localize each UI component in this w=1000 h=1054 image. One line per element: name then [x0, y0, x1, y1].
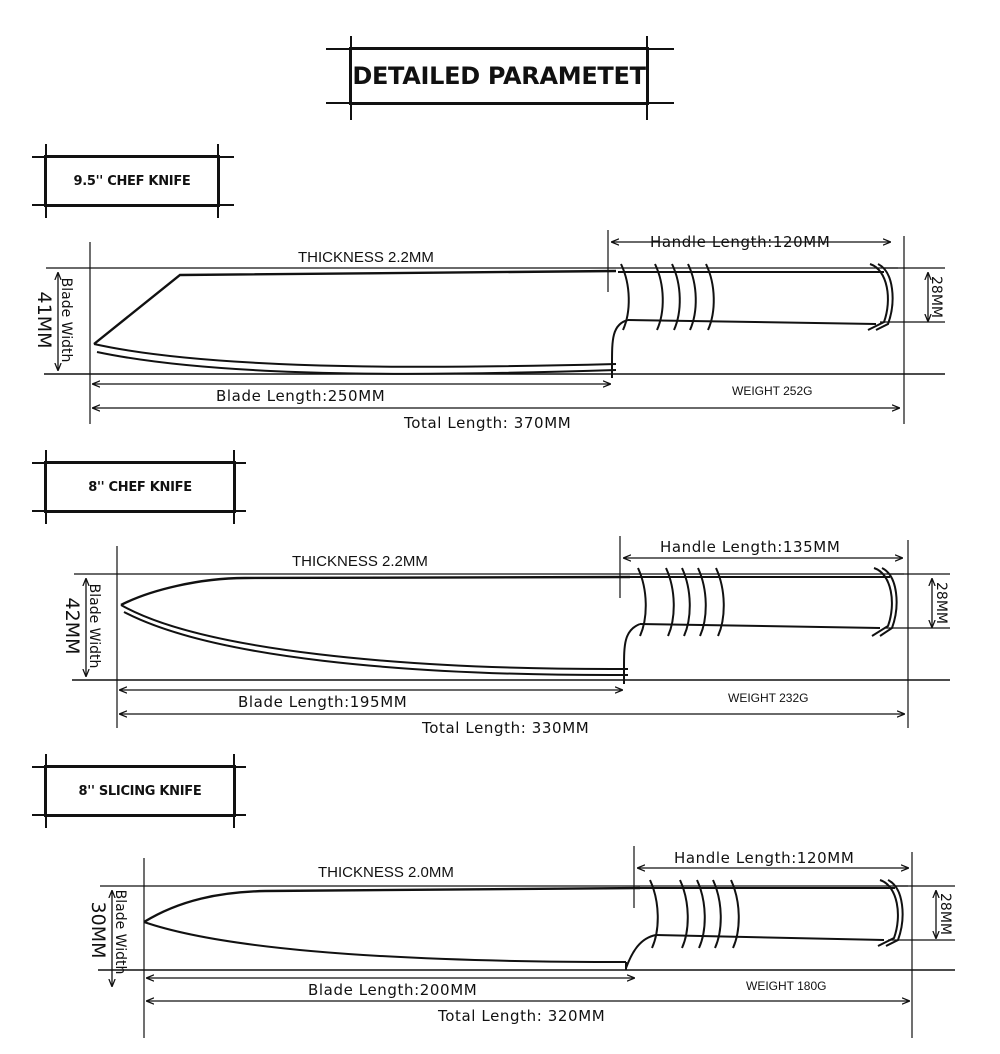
knife-2-label-frame: 8'' CHEF KNIFE: [44, 461, 236, 513]
knife-2-diagram: THICKNESS 2.2MM Handle Length:135MM Blad…: [61, 536, 950, 737]
knife-3-handle-length: Handle Length:120MM: [674, 849, 854, 867]
knife-1-weight: WEIGHT 252G: [732, 384, 812, 398]
knife-2-thickness: THICKNESS 2.2MM: [292, 553, 428, 570]
blade-spine: [93, 269, 617, 345]
handle-rivet-line: [679, 879, 689, 949]
knife-3-total-length: Total Length: 320MM: [437, 1007, 605, 1025]
blade-spine: [143, 886, 641, 924]
knife-3-diagram: THICKNESS 2.0MM Handle Length:120MM Blad…: [87, 846, 955, 1038]
handle-rivet-line: [671, 263, 681, 331]
handle-bottom: [627, 319, 877, 325]
knife-3-thickness: THICKNESS 2.0MM: [318, 864, 454, 881]
knife-3-blade-length: Blade Length:200MM: [308, 981, 477, 999]
blade-edge: [143, 921, 627, 963]
knife-3-blade-width: 30MM: [87, 902, 109, 959]
knife-2-handle-length: Handle Length:135MM: [660, 538, 840, 556]
knife-1-diagram: THICKNESS 2.2MM Handle Length:120MM Blad…: [33, 230, 945, 432]
knife-2-weight: WEIGHT 232G: [728, 691, 808, 705]
knife-1-total-length: Total Length: 370MM: [403, 414, 571, 432]
handle-rivet-line: [687, 263, 697, 331]
handle-rivet-line: [696, 879, 706, 949]
knife-3-handle-width: 28MM: [937, 893, 953, 935]
handle-rivet-line: [681, 567, 691, 637]
knife-2-blade-width-label: Blade Width: [86, 584, 102, 669]
handle-end-cap: [877, 879, 899, 947]
handle-rivet-line: [654, 263, 664, 331]
knife-1-handle-length: Handle Length:120MM: [650, 233, 830, 251]
knife-3-weight: WEIGHT 180G: [746, 979, 826, 993]
handle-bottom: [639, 623, 881, 629]
handle-rivet-line: [715, 567, 725, 637]
knife-1-thickness: THICKNESS 2.2MM: [298, 249, 434, 266]
blade-spine: [120, 575, 631, 607]
knife-1-label-frame: 9.5'' CHEF KNIFE: [44, 155, 220, 207]
page-title-frame: DETAILED PARAMETET: [349, 47, 649, 105]
handle-end-cap: [875, 263, 894, 331]
handle-rivet-line: [637, 567, 647, 637]
knife-1-handle-width: 28MM: [928, 276, 944, 318]
blade-edge: [93, 343, 617, 368]
knife-1-name: 9.5'' CHEF KNIFE: [73, 173, 191, 189]
knife-2-blade-length: Blade Length:195MM: [238, 693, 407, 711]
handle-rivet-line: [620, 263, 630, 331]
handle-bottom: [655, 934, 885, 941]
handle-rivet-line: [712, 879, 722, 949]
blade-edge-bevel: [123, 611, 629, 677]
bolster: [623, 623, 641, 670]
bolster: [611, 319, 629, 365]
handle-rivet-line: [705, 263, 715, 331]
handle-end-cap: [867, 263, 889, 331]
knife-3-blade-width-label: Blade Width: [112, 890, 128, 975]
handle-rivet-line: [730, 879, 740, 949]
blade-edge-bevel: [96, 351, 617, 375]
handle-rivet-line: [697, 567, 707, 637]
knife-1-blade-length: Blade Length:250MM: [216, 387, 385, 405]
handle-rivet-line: [649, 879, 659, 949]
knife-2-name: 8'' CHEF KNIFE: [88, 479, 192, 495]
knife-2-handle-width: 28MM: [933, 582, 949, 624]
bolster: [625, 934, 657, 969]
page-title: DETAILED PARAMETET: [352, 62, 646, 90]
blade-edge: [120, 604, 629, 671]
knife-1-blade-width-label: Blade Width: [58, 278, 74, 363]
handle-rivet-line: [665, 567, 675, 637]
knife-2-blade-width: 42MM: [61, 598, 83, 655]
handle-end-cap: [871, 567, 893, 637]
knife-1-blade-width: 41MM: [33, 292, 55, 349]
knife-2-total-length: Total Length: 330MM: [421, 719, 589, 737]
knife-3-label-frame: 8'' SLICING KNIFE: [44, 765, 236, 817]
knife-3-name: 8'' SLICING KNIFE: [78, 783, 202, 799]
